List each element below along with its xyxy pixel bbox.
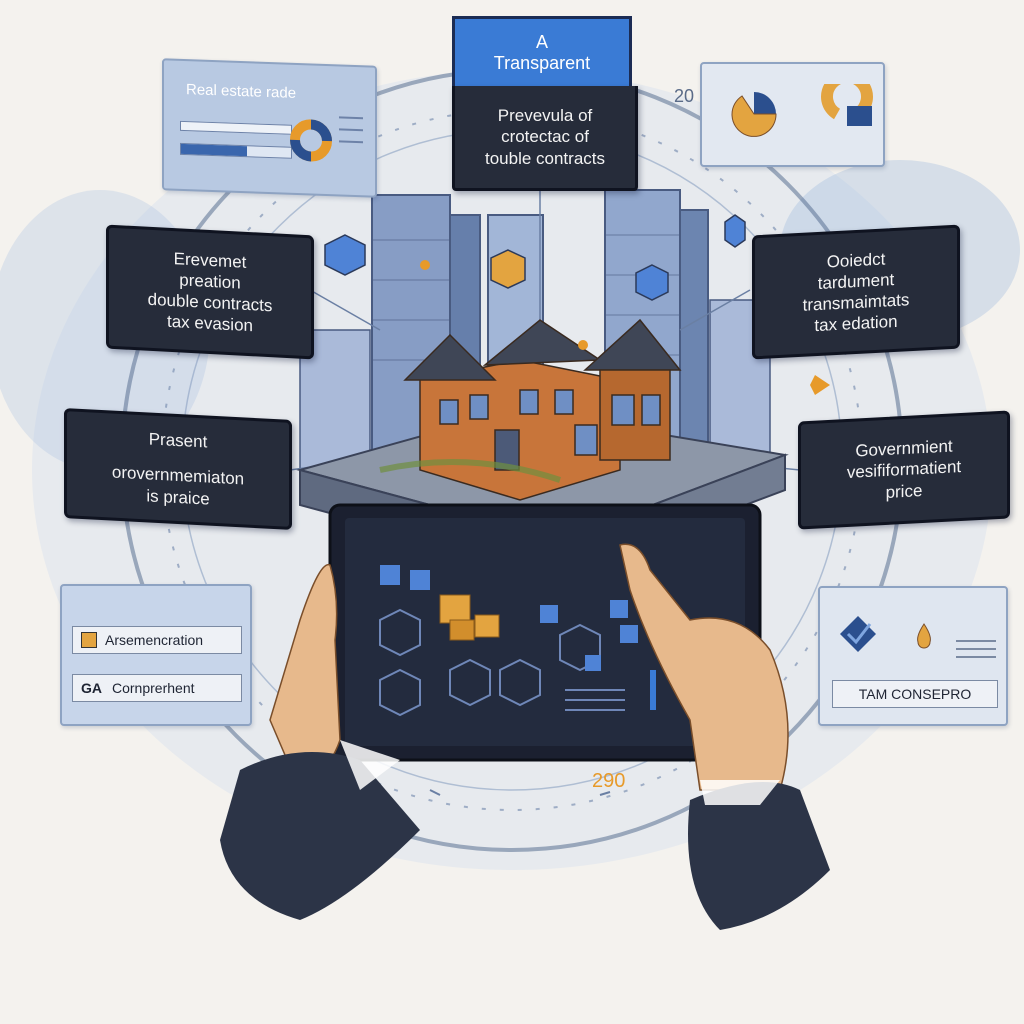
- bottom-left-row-2: GA Cornprerhent: [72, 674, 242, 702]
- left-feature-card-2: Prasent orovernmemiaton is praice: [64, 408, 292, 530]
- donut-chart-icon: [290, 119, 332, 162]
- bottom-right-lines: [956, 634, 996, 664]
- left-feature-card-1: Erevemet preation double contracts tax e…: [106, 224, 314, 360]
- hands: [220, 543, 830, 930]
- left-card-1-line4: tax evasion: [167, 311, 253, 336]
- top-card-header: A Transparent: [452, 16, 632, 86]
- top-card-body-line1: Prevevula of: [497, 106, 593, 126]
- top-right-number: 20: [674, 86, 695, 106]
- donut-chart-icon-2: [821, 84, 873, 126]
- top-card-body: Prevevula of crotectac of touble contrac…: [452, 86, 638, 191]
- progress-bar-track: [180, 120, 292, 135]
- top-right-chart-panel: [700, 62, 885, 167]
- right-card-2-line2: vesififormatient: [846, 457, 962, 483]
- top-card-body-line2: crotectac of: [501, 127, 589, 147]
- left-card-2-line3: is praice: [146, 485, 210, 509]
- right-card-1-line4: tax edation: [814, 312, 898, 336]
- bottom-left-row-1: Arsemencration: [72, 626, 242, 654]
- bottom-right-label: TAM CONSEPRO: [832, 680, 998, 708]
- top-left-panel-title: Real estate rade: [186, 81, 297, 102]
- row-2-prefix: GA: [81, 680, 102, 696]
- right-card-2-line3: price: [885, 480, 923, 502]
- bottom-center-number: 290: [592, 770, 626, 792]
- panel-lines: [339, 106, 363, 153]
- drop-icon: [917, 623, 931, 649]
- bottom-left-list-panel: Arsemencration GA Cornprerhent: [60, 584, 252, 726]
- bottom-right-label-text: TAM CONSEPRO: [858, 686, 972, 702]
- top-card-body-line3: touble contracts: [484, 148, 605, 168]
- progress-bar-fill: [181, 143, 247, 157]
- right-feature-card-2: Governmient vesififormatient price: [798, 410, 1010, 530]
- row-2-label: Cornprerhent: [112, 680, 195, 696]
- top-card-header-line2: Transparent: [493, 52, 591, 73]
- left-card-2-line1: Prasent: [148, 429, 208, 452]
- right-feature-card-1: Ooiedct tardument transmaimtats tax edat…: [752, 224, 960, 360]
- pie-chart-icon: [731, 92, 777, 137]
- row-1-label: Arsemencration: [105, 632, 204, 648]
- top-card-header-line1: A: [535, 31, 548, 52]
- progress-bar: [180, 142, 292, 159]
- row-1-badge-icon: [81, 632, 97, 648]
- blue-shape-icon: [840, 616, 876, 652]
- top-left-stats-panel: Real estate rade: [162, 58, 377, 198]
- top-feature-card: A Transparent Prevevula of crotectac of …: [452, 16, 638, 191]
- bottom-right-panel: TAM CONSEPRO: [818, 586, 1008, 726]
